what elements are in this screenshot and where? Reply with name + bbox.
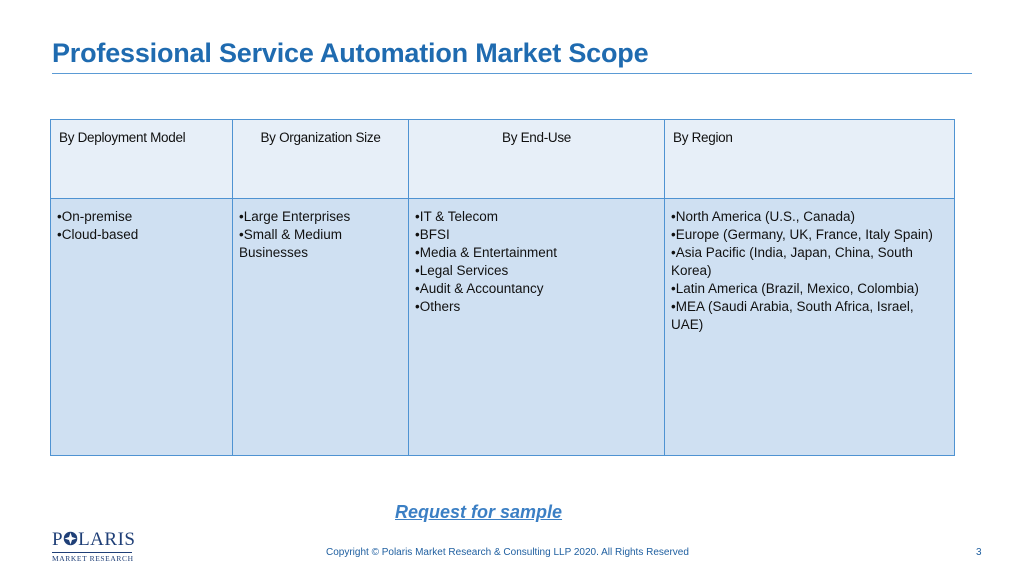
page-number: 3 — [976, 547, 982, 558]
list-item: Europe (Germany, UK, France, Italy Spain… — [671, 226, 948, 244]
organization-size-cell: Large Enterprises Small & Medium Busines… — [232, 198, 409, 456]
list-item: Large Enterprises — [239, 208, 402, 226]
list-item: Cloud-based — [57, 226, 226, 244]
list-item: Audit & Accountancy — [415, 280, 658, 298]
logo-subtitle: MARKET RESEARCH — [52, 552, 134, 563]
list-item: Others — [415, 298, 658, 316]
logo-suffix: LARIS — [78, 529, 136, 550]
list-item: IT & Telecom — [415, 208, 658, 226]
list-item: North America (U.S., Canada) — [671, 208, 948, 226]
end-use-cell: IT & Telecom BFSI Media & Entertainment … — [408, 198, 665, 456]
region-cell: North America (U.S., Canada) Europe (Ger… — [664, 198, 955, 456]
slide-title: Professional Service Automation Market S… — [52, 38, 649, 68]
deployment-model-list: On-premise Cloud-based — [57, 208, 226, 244]
list-item: Legal Services — [415, 262, 658, 280]
request-sample-link[interactable]: Request for sample — [395, 502, 563, 522]
logo-wordmark: P LARIS — [52, 529, 136, 550]
list-item: BFSI — [415, 226, 658, 244]
title-divider — [52, 73, 972, 74]
list-item: MEA (Saudi Arabia, South Africa, Israel,… — [671, 298, 948, 334]
region-list: North America (U.S., Canada) Europe (Ger… — [671, 208, 948, 334]
market-scope-table: By Deployment Model By Organization Size… — [50, 119, 955, 456]
header-organization-size: By Organization Size — [232, 119, 409, 199]
header-end-use: By End-Use — [408, 119, 665, 199]
copyright-notice: Copyright © Polaris Market Research & Co… — [326, 547, 689, 558]
header-deployment-model: By Deployment Model — [50, 119, 233, 199]
table-row: On-premise Cloud-based Large Enterprises… — [50, 198, 955, 456]
organization-size-list: Large Enterprises Small & Medium Busines… — [239, 208, 402, 262]
logo-prefix: P — [52, 529, 64, 550]
list-item: Latin America (Brazil, Mexico, Colombia) — [671, 280, 948, 298]
header-region: By Region — [664, 119, 955, 199]
polaris-logo: P LARIS MARKET RESEARCH — [52, 529, 136, 564]
end-use-list: IT & Telecom BFSI Media & Entertainment … — [415, 208, 658, 316]
table-header-row: By Deployment Model By Organization Size… — [50, 119, 955, 199]
compass-star-icon — [63, 531, 78, 550]
list-item: Media & Entertainment — [415, 244, 658, 262]
list-item: Small & Medium Businesses — [239, 226, 402, 262]
list-item: Asia Pacific (India, Japan, China, South… — [671, 244, 948, 280]
list-item: On-premise — [57, 208, 226, 226]
deployment-model-cell: On-premise Cloud-based — [50, 198, 233, 456]
